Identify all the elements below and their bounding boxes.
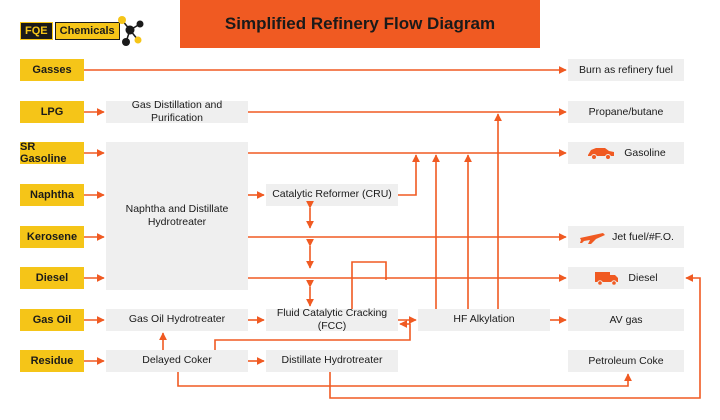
input-lpg: LPG <box>20 101 84 123</box>
input-kerosene: Kerosene <box>20 226 84 248</box>
fcc-box: Fluid Catalytic Cracking (FCC) <box>266 307 398 332</box>
input-naphtha: Naphtha <box>20 184 84 206</box>
airplane-icon <box>580 233 606 244</box>
input-sr-gasoline: SR Gasoline <box>20 141 84 165</box>
car-icon <box>588 148 615 160</box>
output-jet-fuel: Jet fuel/#F.O. <box>568 226 684 248</box>
distillate-hydrotreater-box: Distillate Hydrotreater <box>266 350 398 372</box>
output-diesel: Diesel <box>568 267 684 289</box>
molecule-icon <box>118 16 144 46</box>
output-gasoline: Gasoline <box>568 142 684 164</box>
input-gasses: Gasses <box>20 59 84 81</box>
logo-fqe: FQE <box>20 22 53 40</box>
input-residue: Residue <box>20 350 84 372</box>
output-gasoline-label: Gasoline <box>624 147 666 159</box>
output-diesel-label: Diesel <box>628 272 658 284</box>
title-bar: Simplified Refinery Flow Diagram <box>180 0 540 48</box>
naphtha-hydrotreater-box: Naphtha and Distillate Hydrotreater <box>106 142 248 290</box>
input-gas-oil: Gas Oil <box>20 309 84 331</box>
truck-icon <box>595 272 619 286</box>
flow-coker-petcoke <box>177 372 632 387</box>
logo-chemicals: Chemicals <box>54 22 120 40</box>
output-petroleum-coke: Petroleum Coke <box>568 350 684 372</box>
flow-coker-fcc <box>214 320 411 350</box>
gas-distillation-box: Gas Distillation and Purification <box>106 99 248 124</box>
catalytic-reformer-box: Catalytic Reformer (CRU) <box>266 184 398 206</box>
output-refinery-fuel: Burn as refinery fuel <box>568 59 684 81</box>
input-diesel: Diesel <box>20 267 84 289</box>
gas-oil-hydrotreater-box: Gas Oil Hydrotreater <box>106 309 248 331</box>
delayed-coker-box: Delayed Coker <box>106 350 248 372</box>
output-jet-fuel-label: Jet fuel/#F.O. <box>612 231 674 243</box>
hf-alkylation-box: HF Alkylation <box>418 309 550 331</box>
brand-logo: FQE Chemicals <box>20 22 120 40</box>
output-propane-butane: Propane/butane <box>568 101 684 123</box>
output-av-gas: AV gas <box>568 309 684 331</box>
flow-dhdt-diesel <box>329 274 701 399</box>
flow-reformer-gasoline <box>398 154 420 196</box>
flow-fcc-diesel <box>351 261 387 309</box>
page-title: Simplified Refinery Flow Diagram <box>224 14 496 33</box>
